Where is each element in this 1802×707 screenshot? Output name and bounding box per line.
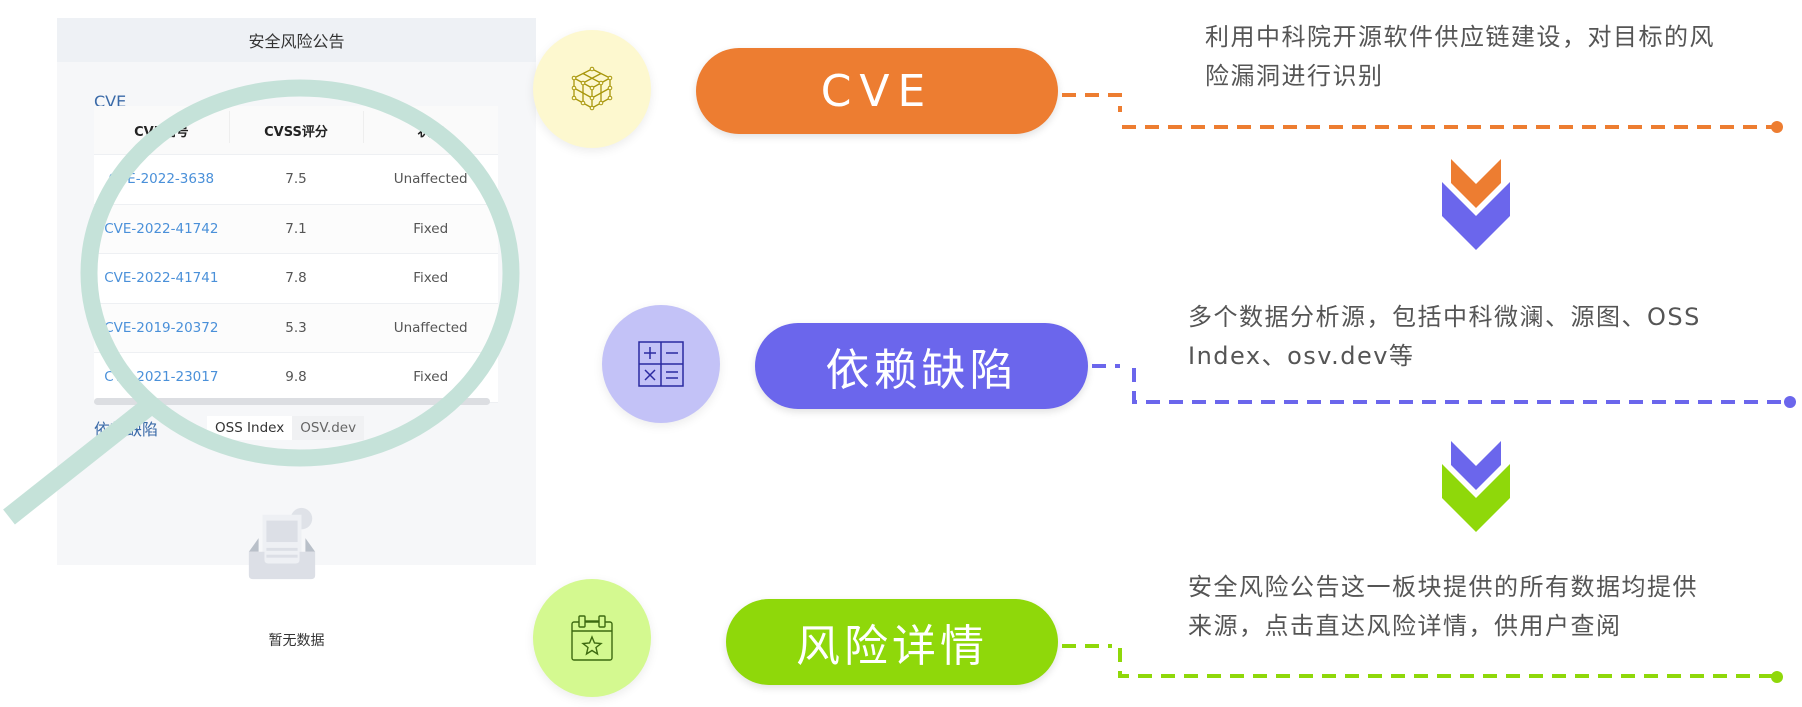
connector-end-dot-risk — [1771, 671, 1783, 683]
tab-oss-index[interactable]: OSS Index — [207, 416, 293, 440]
description-line: 来源，点击直达风险详情，供用户查阅 — [1188, 612, 1622, 640]
connector-end-dot-cve — [1771, 121, 1783, 133]
cve-link[interactable]: CVE-2022-3638 — [108, 171, 215, 188]
security-risk-panel: 安全风险公告 CVE CVE编号 CVSS评分 状态 CVE-2022-3638… — [57, 18, 536, 649]
description-line: 险漏洞进行识别 — [1205, 62, 1384, 90]
cube-network-icon — [571, 66, 613, 111]
cve-link[interactable]: CVE-2021-23017 — [104, 369, 219, 386]
chevron-down-icon — [1442, 441, 1510, 532]
cvss-score: 5.3 — [285, 319, 307, 336]
description-line: 利用中科院开源软件供应链建设，对目标的风 — [1205, 23, 1715, 51]
source-tabs: OSS Index OSV.dev — [207, 416, 365, 440]
column-header-cve-id: CVE编号 — [134, 124, 189, 140]
cvss-score: 7.1 — [285, 220, 307, 237]
description-line: 安全风险公告这一板块提供的所有数据均提供 — [1188, 573, 1698, 601]
cvss-score: 7.8 — [285, 270, 307, 287]
connector-cve — [1062, 93, 1122, 112]
status: Unaffected — [393, 171, 468, 188]
table-row: CVE-2021-23017 9.8 Fixed — [94, 353, 498, 403]
feature-cve-icon-circle — [533, 30, 651, 148]
feature-cve-button[interactable]: CVE — [696, 48, 1058, 134]
status: Fixed — [413, 220, 449, 237]
feature-risk-detail-label: 风险详情 — [796, 621, 988, 672]
table-row: CVE-2022-41741 7.8 Fixed — [94, 254, 498, 304]
feature-cve-label: CVE — [820, 65, 934, 117]
status: Fixed — [413, 270, 449, 287]
empty-inbox-icon — [248, 507, 316, 580]
status: Fixed — [413, 369, 449, 386]
table-horizontal-scrollbar[interactable] — [94, 398, 490, 405]
cve-link[interactable]: CVE-2022-41741 — [104, 270, 219, 287]
cve-link[interactable]: CVE-2022-41742 — [104, 220, 219, 237]
cve-link[interactable]: CVE-2019-20372 — [104, 319, 219, 336]
feature-risk-detail-button[interactable]: 风险详情 — [726, 599, 1058, 685]
calendar-star-icon — [571, 615, 613, 661]
feature-dependency-icon-circle — [602, 305, 720, 423]
cve-table: CVE编号 CVSS评分 状态 CVE-2022-3638 7.5 Unaffe… — [94, 106, 498, 403]
description-line: 多个数据分析源，包括中科微澜、源图、OSS — [1188, 303, 1701, 331]
description-line: Index、osv.dev等 — [1188, 342, 1415, 370]
table-row: CVE-2019-20372 5.3 Unaffected — [94, 303, 498, 353]
connector-end-dot-dependency — [1784, 396, 1796, 408]
cvss-score: 7.5 — [285, 171, 307, 188]
cvss-score: 9.8 — [285, 369, 307, 386]
table-row: CVE-2022-41742 7.1 Fixed — [94, 204, 498, 254]
feature-risk-detail-description: 安全风险公告这一板块提供的所有数据均提供 来源，点击直达风险详情，供用户查阅 — [1188, 568, 1698, 646]
feature-risk-detail-icon-circle — [533, 579, 651, 697]
tab-osv-dev[interactable]: OSV.dev — [292, 416, 365, 440]
column-header-cvss: CVSS评分 — [228, 110, 364, 143]
feature-dependency-button[interactable]: 依赖缺陷 — [755, 323, 1088, 409]
connector-risk-vertical — [1118, 648, 1772, 678]
chevron-down-icon — [1442, 159, 1510, 250]
feature-dependency-label: 依赖缺陷 — [825, 345, 1018, 396]
calculator-icon — [638, 341, 684, 387]
status: Unaffected — [393, 319, 468, 336]
dependency-section-label: 依赖缺陷 — [94, 420, 159, 439]
column-header-status: 状态 — [363, 110, 498, 143]
empty-state-text: 暂无数据 — [268, 633, 325, 649]
feature-dependency-description: 多个数据分析源，包括中科微澜、源图、OSS Index、osv.dev等 — [1188, 298, 1701, 376]
table-row: CVE-2022-3638 7.5 Unaffected — [94, 155, 498, 205]
table-body: CVE-2022-3638 7.5 Unaffected CVE-2022-41… — [94, 155, 498, 403]
panel-title: 安全风险公告 — [57, 18, 536, 62]
table-header: CVE编号 CVSS评分 状态 — [94, 106, 498, 155]
feature-cve-description: 利用中科院开源软件供应链建设，对目标的风 险漏洞进行识别 — [1205, 18, 1715, 96]
